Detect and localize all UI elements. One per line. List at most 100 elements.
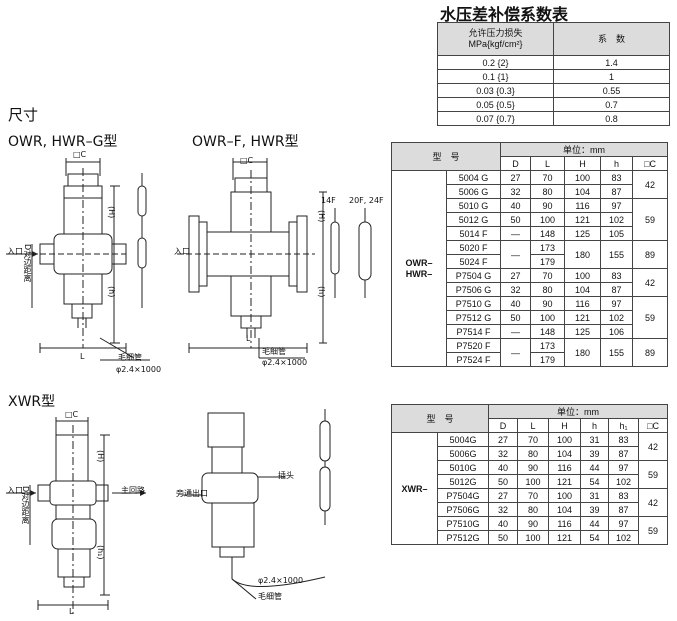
table-cell: 100 [548, 432, 582, 447]
table-cell: 121 [548, 474, 582, 489]
owr-group-label: OWR– HWR– [391, 170, 447, 367]
table-cell: 5020 F [445, 240, 502, 255]
table-cell: 27 [488, 488, 519, 503]
comp-table-title: 水压差补偿系数表 [440, 5, 569, 24]
table-cell: 32 [488, 446, 519, 461]
table-cell: — [500, 324, 532, 339]
table-cell: 148 [530, 226, 566, 241]
table-cell: 5012G [436, 474, 490, 489]
table-cell: 42 [638, 488, 669, 517]
table-cell: 83 [600, 268, 634, 283]
owr-f-dim-c: □C [240, 156, 254, 165]
owr-f-dim-l: L [246, 334, 251, 343]
table-cell: 5004G [436, 432, 490, 447]
table-cell: 179 [530, 254, 566, 269]
owr-col-h-small: h [600, 156, 634, 171]
owr-col-c: □C [632, 156, 669, 171]
xwr-d-label: D对边距离 [21, 486, 30, 525]
drawing-title-owr-f: OWR–F, HWR型 [192, 134, 299, 150]
table-cell: 116 [564, 198, 602, 213]
table-cell: 100 [564, 170, 602, 185]
owr-g-capillary-label: 毛细管 [118, 353, 142, 362]
table-cell: 50 [488, 474, 519, 489]
comp-header-coefficient: 系 数 [553, 22, 670, 56]
table-cell: 80 [517, 502, 550, 517]
table-cell: 100 [517, 530, 550, 545]
table-cell: 32 [488, 502, 519, 517]
table-cell: 125 [564, 324, 602, 339]
owr-unit-header: 单位：mm [500, 142, 669, 157]
table-cell: 40 [500, 198, 532, 213]
table-cell: P7506 G [445, 282, 502, 297]
table-cell: 100 [564, 268, 602, 283]
owr-g-dim-c: □C [73, 150, 87, 159]
table-cell: 54 [580, 530, 610, 545]
table-cell: 0.2 {2} [437, 55, 554, 70]
table-cell: 83 [608, 432, 640, 447]
table-cell: 83 [608, 488, 640, 503]
owr-f-capillary-size: φ2.4×1000 [262, 358, 308, 367]
table-cell: 0.1 {1} [437, 69, 554, 84]
table-cell: 121 [564, 212, 602, 227]
xwr-plug-label: 插头 [278, 471, 294, 480]
table-cell: 100 [530, 212, 566, 227]
owr-g-dim-h-upper: (H) [107, 206, 116, 219]
xwr-main-circuit-label: 主回路 [121, 486, 145, 495]
table-cell: 31 [580, 432, 610, 447]
table-cell: 106 [600, 324, 634, 339]
table-cell: 59 [638, 460, 669, 489]
table-cell: 116 [564, 296, 602, 311]
table-cell: 90 [517, 460, 550, 475]
table-cell: 5004 G [445, 170, 502, 185]
owr-g-drawing [6, 158, 150, 361]
table-cell: 104 [548, 502, 582, 517]
table-cell: 80 [530, 282, 566, 297]
table-cell: 116 [548, 516, 582, 531]
owr-g-capillary-size: φ2.4×1000 [116, 365, 162, 374]
table-cell: 90 [530, 198, 566, 213]
owr-f-bulb-20f: 20F, 24F [349, 196, 384, 205]
table-cell: 40 [500, 296, 532, 311]
table-cell: 5024 F [445, 254, 502, 269]
table-cell: 5006 G [445, 184, 502, 199]
table-cell: 0.05 {0.5} [437, 97, 554, 112]
table-cell: 32 [500, 282, 532, 297]
table-cell: P7506G [436, 502, 490, 517]
table-cell: 121 [548, 530, 582, 545]
table-cell: — [500, 338, 532, 367]
table-cell: 102 [608, 474, 640, 489]
table-cell: 97 [608, 460, 640, 475]
xwr-drawing [6, 409, 331, 615]
owr-col-l: L [530, 156, 566, 171]
table-cell: 44 [580, 460, 610, 475]
table-cell: 70 [517, 432, 550, 447]
table-cell: P7512G [436, 530, 490, 545]
xwr-dim-h-lower: (h₁) [96, 545, 105, 560]
owr-f-capillary-label: 毛细管 [262, 347, 286, 356]
table-cell: P7504 G [445, 268, 502, 283]
table-cell: 87 [600, 184, 634, 199]
table-cell: P7520 F [445, 338, 502, 353]
owr-f-dim-h-upper: (H) [317, 210, 326, 223]
xwr-capillary-size: φ2.4×1000 [258, 576, 304, 585]
table-cell: 40 [488, 516, 519, 531]
section-title: 尺寸 [8, 106, 39, 124]
table-cell: 102 [608, 530, 640, 545]
xwr-dim-l: L [69, 607, 74, 616]
table-cell: 54 [580, 474, 610, 489]
table-cell: 70 [517, 488, 550, 503]
table-cell: 148 [530, 324, 566, 339]
xwr-col-h-small: h [580, 418, 610, 433]
table-cell: 116 [548, 460, 582, 475]
table-cell: 102 [600, 212, 634, 227]
table-cell: 5014 F [445, 226, 502, 241]
table-cell: 87 [608, 502, 640, 517]
table-cell: 155 [600, 338, 634, 367]
table-cell: 1 [553, 69, 670, 84]
owr-hwr-dimension-table: 型 号 单位：mm D L H h □C OWR– HWR– 5004 G 27… [390, 142, 669, 367]
table-cell: 32 [500, 184, 532, 199]
owr-g-dim-l: L [80, 352, 85, 361]
table-cell: 42 [638, 432, 669, 461]
table-cell: 0.7 [553, 97, 670, 112]
